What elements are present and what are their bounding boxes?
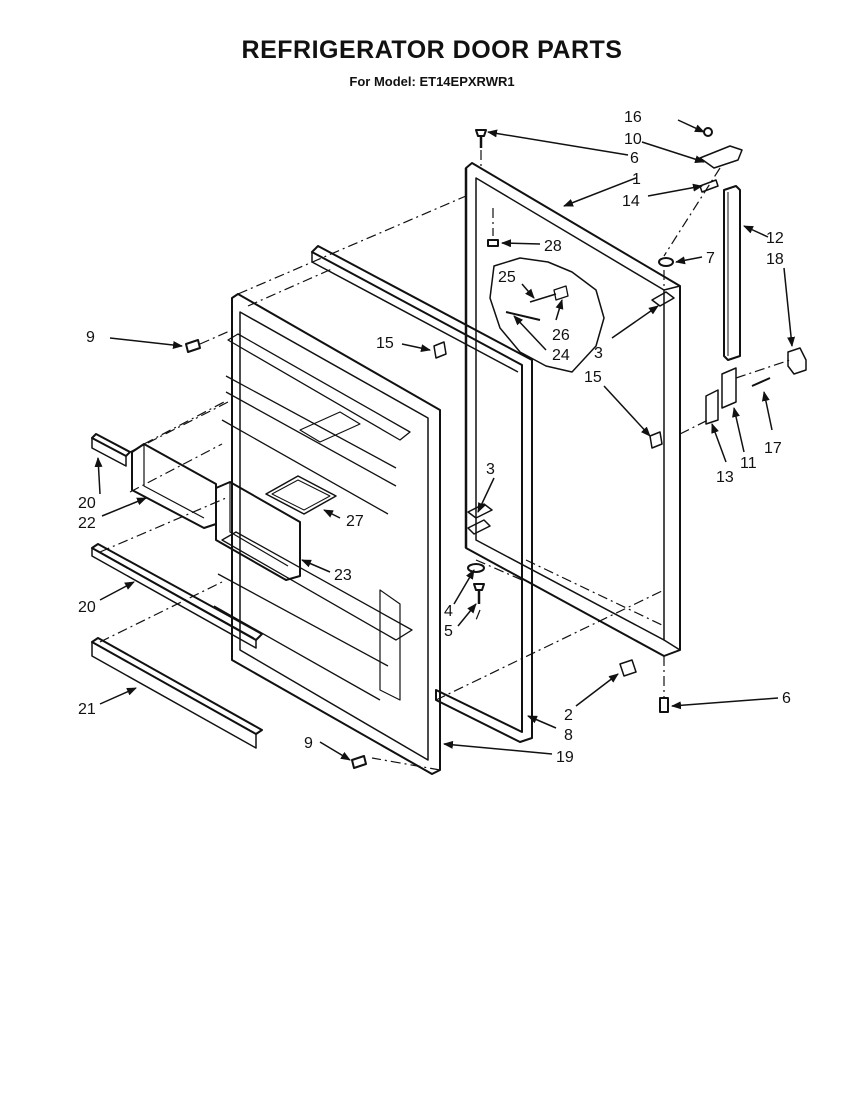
door-gasket [311, 245, 533, 743]
callout-22: 22 [78, 515, 96, 532]
glide-2 [619, 659, 637, 677]
outer-door-panel [464, 162, 681, 657]
plug-28 [487, 239, 499, 247]
callout-18: 18 [766, 251, 784, 268]
callout-14: 14 [622, 193, 640, 210]
top-hinge [699, 127, 743, 193]
callout-12: 12 [766, 230, 784, 247]
door-shelf-bar-bottom [91, 637, 263, 749]
callout-11: 11 [740, 455, 757, 472]
callout-9: 9 [86, 329, 95, 346]
callout-2: 2 [564, 707, 573, 724]
hinge-bracket-3-upper [651, 291, 675, 307]
callout-5: 5 [444, 623, 453, 640]
callout-8: 8 [564, 727, 573, 744]
door-shelf-22 [131, 443, 217, 529]
callout-4: 4 [444, 603, 453, 620]
stop-15-right [649, 431, 663, 449]
bottom-hinge [705, 347, 807, 425]
callout-28: 28 [544, 238, 562, 255]
callout-19: 19 [556, 749, 574, 766]
page-title: REFRIGERATOR DOOR PARTS [241, 36, 623, 64]
callout-25: 25 [498, 269, 516, 286]
callout-7: 7 [706, 250, 715, 267]
door-shelf-bar-middle [91, 543, 263, 649]
callout-23: 23 [334, 567, 352, 584]
alignment-lines [99, 150, 791, 771]
callout-10: 10 [624, 131, 642, 148]
plug-7 [658, 257, 674, 267]
washer-4 [467, 563, 485, 573]
stop-15-left [433, 341, 447, 359]
callout-1: 1 [632, 171, 641, 188]
door-shelf-23 [215, 481, 301, 581]
callout-3: 3 [486, 461, 495, 478]
callout-9: 9 [304, 735, 313, 752]
callout-6: 6 [782, 690, 791, 707]
screw-9-upper [185, 339, 201, 353]
screw-6-bottom [659, 697, 669, 713]
inner-door-liner [213, 293, 441, 775]
model-subtitle: For Model: ET14EPXRWR1 [349, 74, 515, 89]
callout-27: 27 [346, 513, 364, 530]
callout-15: 15 [584, 369, 602, 386]
callout-13: 13 [716, 469, 734, 486]
callout-26: 26 [552, 327, 570, 344]
callout-24: 24 [552, 347, 570, 364]
callout-labels: 16 10 6 1 14 12 28 7 18 25 26 24 9 15 3 … [78, 109, 791, 766]
callout-15: 15 [376, 335, 394, 352]
callout-6: 6 [630, 150, 639, 167]
callout-21: 21 [78, 701, 96, 718]
callout-16: 16 [624, 109, 642, 126]
screw-6-top [475, 129, 487, 148]
leader-lines [94, 119, 796, 761]
screw-5 [473, 583, 485, 604]
callout-17: 17 [764, 440, 782, 457]
callout-3: 3 [594, 345, 603, 362]
hinge-rod-12 [723, 185, 741, 361]
callout-20: 20 [78, 599, 96, 616]
callout-20: 20 [78, 495, 96, 512]
screw-9-lower [351, 755, 367, 769]
